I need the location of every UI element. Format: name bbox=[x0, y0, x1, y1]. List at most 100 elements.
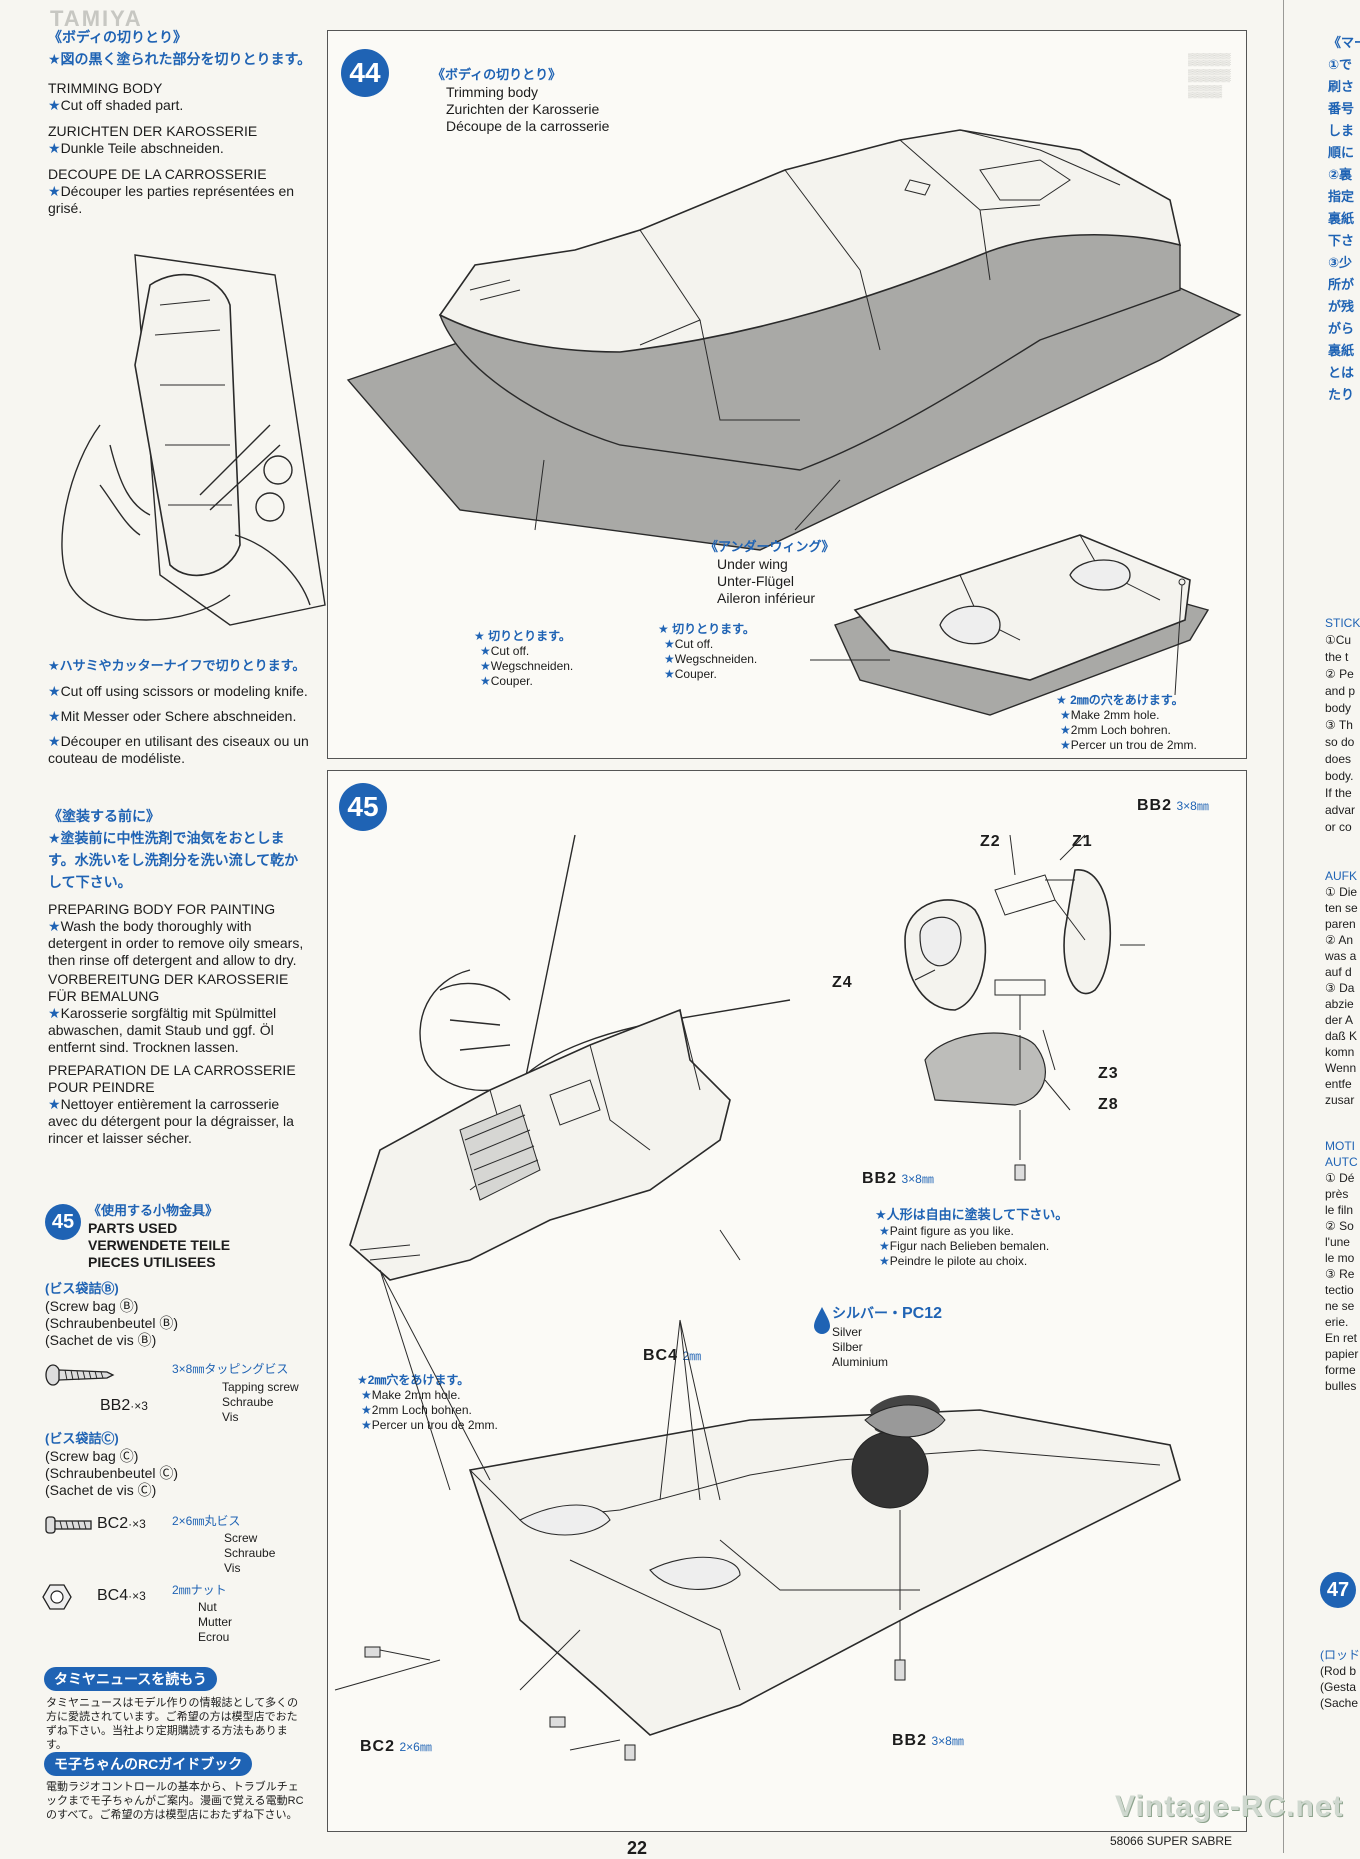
bc2-en: Screw bbox=[224, 1531, 258, 1545]
under-wing-illustration bbox=[810, 534, 1210, 716]
tamiya-news-title: タミヤニュースを読もう bbox=[44, 1667, 217, 1691]
bc2-size: 2×6㎜丸ビス bbox=[172, 1514, 241, 1528]
left-scissors-section: ★ハサミやカッターナイフで切りとります。 Cut off using sciss… bbox=[48, 655, 328, 767]
hole44-en: Make 2mm hole. bbox=[1056, 708, 1197, 723]
label-bb2-bot: BB2 3×8㎜ bbox=[892, 1732, 964, 1750]
cut1-fr: Couper. bbox=[474, 674, 573, 689]
bc4-en: Nut bbox=[198, 1600, 217, 1614]
bc2-code: BC2 bbox=[97, 1515, 129, 1532]
parts-en: PARTS USED bbox=[88, 1220, 178, 1236]
hole44-fr: Percer un trou de 2mm. bbox=[1056, 738, 1197, 753]
trim-fr-text: Découper les parties représentées en gri… bbox=[48, 183, 313, 217]
paint-drop-icon bbox=[814, 1307, 830, 1334]
label-z4: Z4 bbox=[832, 974, 853, 991]
bag-b-label: (ビス袋詰Ⓑ) (Screw bag Ⓑ) (Schraubenbeutel Ⓑ… bbox=[45, 1280, 265, 1349]
label-z1: Z1 bbox=[1072, 833, 1093, 850]
page-number: 22 bbox=[627, 1838, 648, 1858]
bb2-bot-code: BB2 bbox=[892, 1732, 928, 1749]
label-z3: Z3 bbox=[1098, 1065, 1119, 1082]
figure-paint-note: ★人形は自由に塗装して下さい。 Paint figure as you like… bbox=[875, 1206, 1068, 1269]
bb2-bot-size: 3×8㎜ bbox=[931, 1734, 964, 1748]
cut2-de: Wegschneiden. bbox=[658, 652, 758, 667]
step-47-badge: 47 bbox=[1320, 1572, 1356, 1608]
bag-c-de: (Schraubenbeutel Ⓒ) bbox=[45, 1465, 179, 1481]
paint-fr-text: Nettoyer entièrement la carrosserie avec… bbox=[48, 1096, 310, 1147]
cut-note-2: ★ 切りとります。 Cut off. Wegschneiden. Couper. bbox=[658, 621, 757, 682]
cut2-fr: Couper. bbox=[658, 667, 757, 682]
hole44-de: 2mm Loch bohren. bbox=[1056, 723, 1197, 738]
rc-guide-text: 電動ラジオコントロールの基本から、トラブルチェックまでモ子ちゃんがご案内。漫画で… bbox=[46, 1781, 304, 1821]
trim-de-title: ZURICHTEN DER KAROSSERIE bbox=[48, 123, 258, 139]
fig-en: Paint figure as you like. bbox=[875, 1224, 1068, 1239]
cut-note-1: ★ 切りとります。 Cut off. Wegschneiden. Couper. bbox=[474, 628, 573, 689]
wing-en: Under wing bbox=[717, 556, 788, 572]
bc2-desc: 2×6㎜丸ビス Screw Schraube Vis bbox=[172, 1514, 275, 1576]
bag-b-jp: (ビス袋詰Ⓑ) bbox=[45, 1281, 119, 1296]
scissors-fr: Découper en utilisant des ciseaux ou un … bbox=[48, 733, 328, 767]
wing-de: Unter-Flügel bbox=[717, 573, 795, 589]
watermark: Vintage-RC.net bbox=[1115, 1790, 1344, 1823]
paint-en-title: PREPARING BODY FOR PAINTING bbox=[48, 901, 276, 917]
trim-fr-title: DECOUPE DE LA CARROSSERIE bbox=[48, 166, 267, 182]
paint-jp-title: 《塗装する前に》 bbox=[48, 808, 160, 824]
bb2-part: BB2·×3 bbox=[100, 1397, 148, 1415]
bc2-qty: ·×3 bbox=[128, 1517, 146, 1531]
cut1-en: Cut off. bbox=[474, 644, 573, 659]
bb2-qty: ·×3 bbox=[130, 1399, 148, 1413]
tapping-screw-icon bbox=[45, 1364, 115, 1386]
step-44-title: 《ボディの切りとり》 Trimming body Zurichten der K… bbox=[432, 66, 609, 135]
left-paint-section: 《塗装する前に》 ★塗装前に中性洗剤で油気をおとします。水洗いをし洗剤分を洗い流… bbox=[48, 805, 310, 1147]
step-44-jp-title: 《ボディの切りとり》 bbox=[432, 67, 562, 82]
bag-c-en: (Screw bag Ⓒ) bbox=[45, 1448, 139, 1464]
under-wing-label: 《アンダーウィング》 Under wing Unter-Flügel Ailer… bbox=[705, 538, 834, 607]
bb2-fr: Vis bbox=[222, 1410, 239, 1424]
bag-c-jp: (ビス袋詰Ⓒ) bbox=[45, 1431, 119, 1446]
label-z8: Z8 bbox=[1098, 1096, 1119, 1113]
fig-fr: Peindre le pilote au choix. bbox=[875, 1254, 1068, 1269]
bc4-code: BC4 bbox=[97, 1587, 129, 1604]
bb2-top-code: BB2 bbox=[1137, 797, 1173, 814]
round-screw-icon bbox=[45, 1516, 92, 1534]
bag-c-fr: (Sachet de vis Ⓒ) bbox=[45, 1482, 157, 1498]
scissors-illustration bbox=[61, 254, 326, 626]
bb2-desc: 3×8㎜タッピングビス Tapping screw Schraube Vis bbox=[172, 1362, 299, 1425]
body-shell-illustration bbox=[346, 129, 1242, 551]
brand-ghost: TAMIYA bbox=[50, 6, 143, 31]
paint-en-text: Wash the body thoroughly with detergent … bbox=[48, 918, 310, 969]
silver-code: PC12 bbox=[902, 1305, 943, 1322]
hole45-en: Make 2mm hole. bbox=[357, 1388, 498, 1403]
fig-jp: ★人形は自由に塗装して下さい。 bbox=[875, 1207, 1069, 1222]
bc4-qty: ·×3 bbox=[128, 1589, 146, 1603]
hole45-de: 2mm Loch bohren. bbox=[357, 1403, 498, 1418]
label-bc2-45: BC2 2×6㎜ bbox=[360, 1738, 432, 1756]
silver-paint-note: シルバー・PC12 Silver Silber Aluminium bbox=[832, 1302, 942, 1370]
right-jp-column: 《マー①で刷さ番号しま順に②裏指定裏紙下さ③少所がが残がら裏紙とはたり bbox=[1328, 35, 1360, 402]
left-trim-section: 《ボディの切りとり》 ★図の黒く塗られた部分を切りとります。 TRIMMING … bbox=[48, 26, 313, 217]
parts-de: VERWENDETE TEILE bbox=[88, 1237, 231, 1253]
cut2-en: Cut off. bbox=[658, 637, 757, 652]
paint-jp-text: ★塗装前に中性洗剤で油気をおとします。水洗いをし洗剤分を洗い流して乾かして下さい… bbox=[48, 830, 299, 890]
trim-en-title: TRIMMING BODY bbox=[48, 80, 163, 96]
right-rod-column: (ロッド(Rod b(Gesta(Sache bbox=[1320, 1648, 1360, 1710]
silver-de: Silber bbox=[832, 1340, 863, 1354]
fig-de: Figur nach Belieben bemalen. bbox=[875, 1239, 1068, 1254]
hole-note-44: ★ 2㎜の穴をあけます。 Make 2mm hole. 2mm Loch boh… bbox=[1056, 692, 1197, 753]
bag-b-de: (Schraubenbeutel Ⓑ) bbox=[45, 1315, 179, 1331]
painting-hand-illustration bbox=[349, 834, 791, 1281]
scissors-en: Cut off using scissors or modeling knife… bbox=[48, 683, 328, 700]
bc2-de: Schraube bbox=[224, 1546, 276, 1560]
parts-used-header: 《使用する小物金具》 PARTS USED VERWENDETE TEILE P… bbox=[88, 1202, 318, 1271]
bb2-mid-size: 3×8㎜ bbox=[901, 1172, 934, 1186]
parts-jp-title: 《使用する小物金具》 bbox=[88, 1203, 219, 1218]
bb2-en: Tapping screw bbox=[222, 1380, 299, 1394]
scissors-jp: ★ハサミやカッターナイフで切りとります。 bbox=[48, 658, 306, 673]
label-z2: Z2 bbox=[980, 833, 1001, 850]
tamiya-news-text: タミヤニュースはモデル作りの情報誌として多くの方に愛読されています。ご希望の方は… bbox=[46, 1697, 299, 1751]
nut-icon bbox=[42, 1584, 72, 1610]
silver-en: Silver bbox=[832, 1325, 863, 1339]
step-44-badge: 44 bbox=[341, 49, 389, 97]
bc4-code-45: BC4 bbox=[643, 1347, 679, 1364]
